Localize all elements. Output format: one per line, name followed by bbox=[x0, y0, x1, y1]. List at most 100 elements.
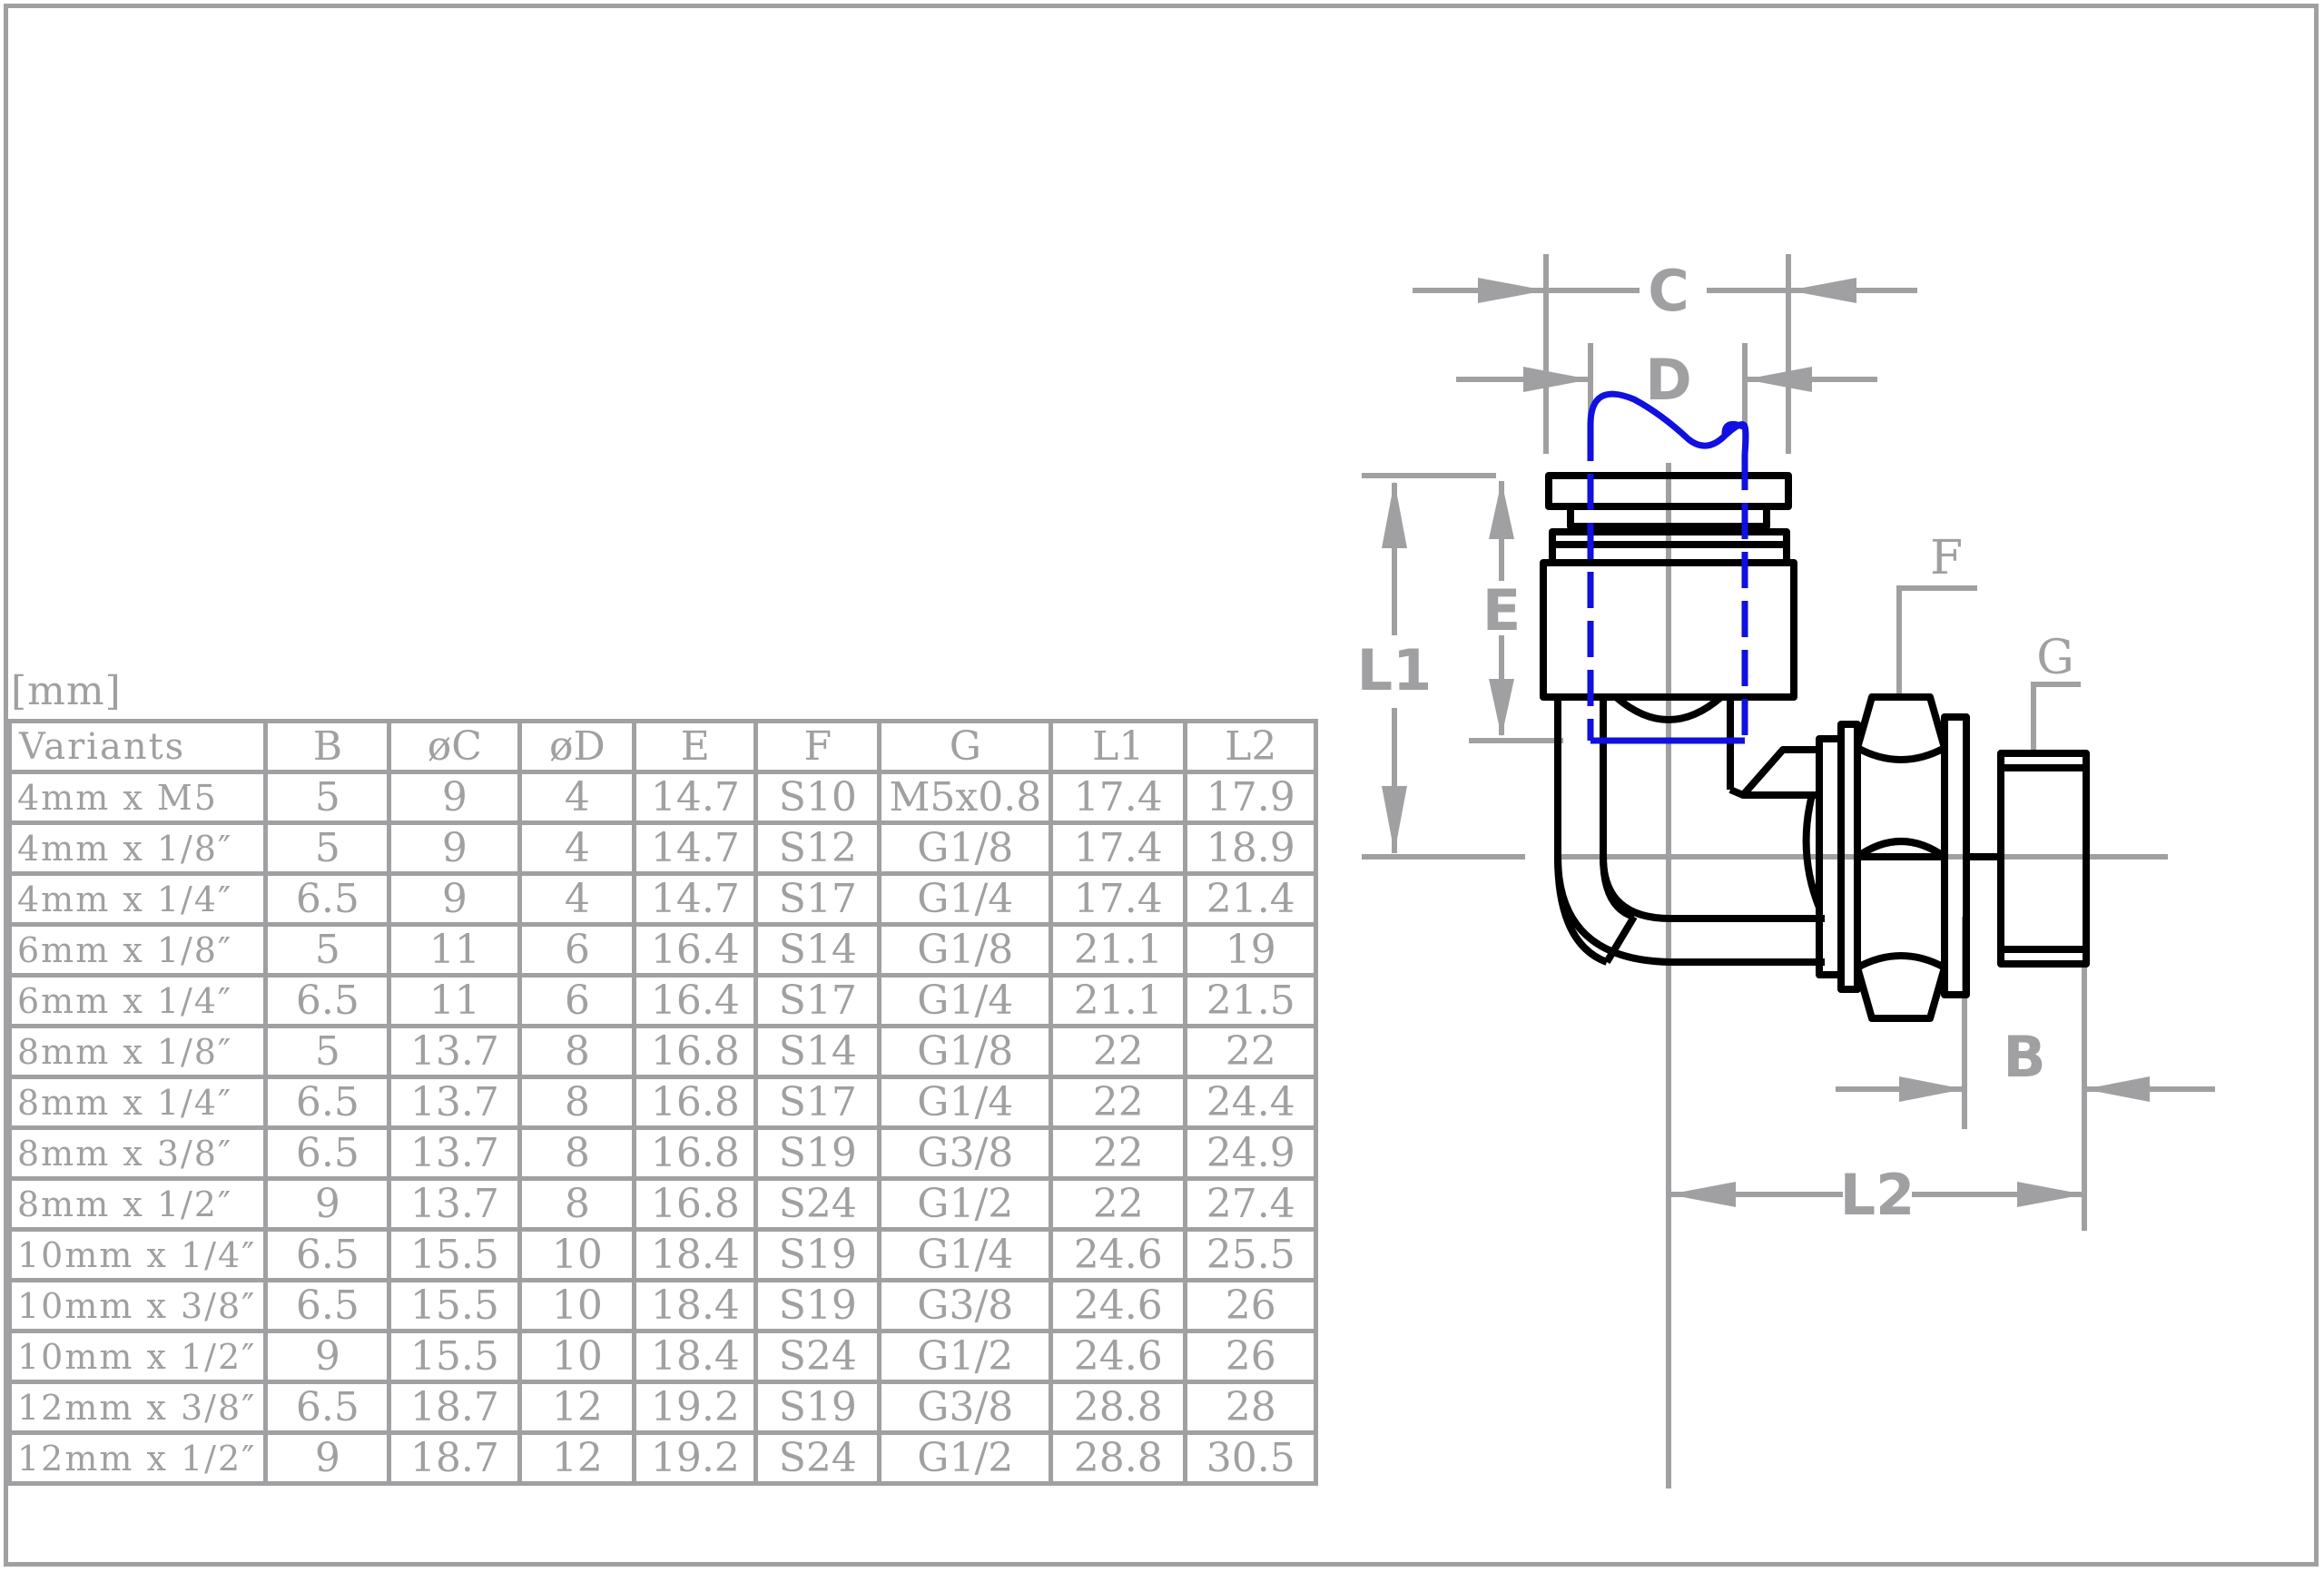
variant-cell: 10mm x 1/2″ bbox=[6, 1329, 269, 1384]
value-cell: 27.4 bbox=[1183, 1176, 1319, 1232]
value-cell: 18.4 bbox=[632, 1227, 759, 1282]
value-cell: 8 bbox=[517, 1075, 637, 1130]
value-cell: 9 bbox=[263, 1329, 392, 1384]
value-cell: 16.4 bbox=[632, 973, 759, 1028]
value-cell: 21.5 bbox=[1183, 973, 1319, 1028]
value-cell: 10 bbox=[517, 1278, 637, 1333]
variant-cell: 4mm x 1/8″ bbox=[6, 820, 269, 876]
value-cell: S19 bbox=[753, 1227, 882, 1282]
value-cell: 6.5 bbox=[263, 1075, 392, 1130]
value-cell: G1/2 bbox=[877, 1329, 1054, 1384]
value-cell: 28.8 bbox=[1049, 1380, 1188, 1435]
value-cell: 6 bbox=[517, 973, 637, 1028]
value-cell: 24.6 bbox=[1049, 1227, 1188, 1282]
value-cell: 10 bbox=[517, 1227, 637, 1282]
value-cell: G3/8 bbox=[877, 1380, 1054, 1435]
value-cell: 22 bbox=[1049, 1024, 1188, 1079]
value-cell: 18.7 bbox=[387, 1380, 523, 1435]
column-header-4: E bbox=[632, 719, 759, 774]
column-header-1: B bbox=[263, 719, 392, 774]
variant-cell: 12mm x 3/8″ bbox=[6, 1380, 269, 1435]
value-cell: M5x0.8 bbox=[877, 770, 1054, 825]
value-cell: 14.7 bbox=[632, 820, 759, 876]
value-cell: 5 bbox=[263, 820, 392, 876]
variant-cell: 8mm x 3/8″ bbox=[6, 1125, 269, 1181]
value-cell: 8 bbox=[517, 1125, 637, 1181]
value-cell: 19 bbox=[1183, 922, 1319, 978]
variant-cell: 12mm x 1/2″ bbox=[6, 1430, 269, 1486]
value-cell: 12 bbox=[517, 1380, 637, 1435]
variant-cell: 4mm x M5 bbox=[6, 770, 269, 825]
value-cell: G1/8 bbox=[877, 1024, 1054, 1079]
value-cell: 24.6 bbox=[1049, 1278, 1188, 1333]
variant-cell: 6mm x 1/8″ bbox=[6, 922, 269, 978]
value-cell: 21.1 bbox=[1049, 973, 1188, 1028]
value-cell: S24 bbox=[753, 1329, 882, 1384]
value-cell: 24.4 bbox=[1183, 1075, 1319, 1130]
value-cell: 15.5 bbox=[387, 1329, 523, 1384]
value-cell: 24.9 bbox=[1183, 1125, 1319, 1181]
value-cell: 24.6 bbox=[1049, 1329, 1188, 1384]
value-cell: 19.2 bbox=[632, 1380, 759, 1435]
value-cell: S17 bbox=[753, 871, 882, 927]
column-header-3: øD bbox=[517, 719, 637, 774]
value-cell: G3/8 bbox=[877, 1125, 1054, 1181]
value-cell: G1/4 bbox=[877, 1075, 1054, 1130]
value-cell: 28 bbox=[1183, 1380, 1319, 1435]
value-cell: S19 bbox=[753, 1380, 882, 1435]
value-cell: G1/2 bbox=[877, 1430, 1054, 1486]
value-cell: 14.7 bbox=[632, 770, 759, 825]
value-cell: 16.8 bbox=[632, 1125, 759, 1181]
variant-cell: 10mm x 1/4″ bbox=[6, 1227, 269, 1282]
value-cell: 8 bbox=[517, 1176, 637, 1232]
value-cell: 11 bbox=[387, 922, 523, 978]
variant-cell: 10mm x 3/8″ bbox=[6, 1278, 269, 1333]
value-cell: 15.5 bbox=[387, 1278, 523, 1333]
value-cell: 13.7 bbox=[387, 1176, 523, 1232]
value-cell: S19 bbox=[753, 1278, 882, 1333]
column-header-8: L2 bbox=[1183, 719, 1319, 774]
value-cell: 9 bbox=[387, 770, 523, 825]
value-cell: S19 bbox=[753, 1125, 882, 1181]
value-cell: G1/8 bbox=[877, 820, 1054, 876]
value-cell: S24 bbox=[753, 1176, 882, 1232]
drawing-frame bbox=[4, 4, 2319, 1567]
unit-label: [mm] bbox=[11, 668, 122, 714]
variant-cell: 8mm x 1/8″ bbox=[6, 1024, 269, 1079]
value-cell: S14 bbox=[753, 922, 882, 978]
value-cell: G1/4 bbox=[877, 871, 1054, 927]
value-cell: 16.8 bbox=[632, 1024, 759, 1079]
value-cell: 6.5 bbox=[263, 1278, 392, 1333]
value-cell: 26 bbox=[1183, 1329, 1319, 1384]
variant-cell: 4mm x 1/4″ bbox=[6, 871, 269, 927]
value-cell: 6.5 bbox=[263, 871, 392, 927]
value-cell: 10 bbox=[517, 1329, 637, 1384]
variant-cell: 8mm x 1/2″ bbox=[6, 1176, 269, 1232]
value-cell: G1/4 bbox=[877, 1227, 1054, 1282]
value-cell: S14 bbox=[753, 1024, 882, 1079]
value-cell: 9 bbox=[387, 871, 523, 927]
value-cell: 22 bbox=[1049, 1075, 1188, 1130]
value-cell: 16.4 bbox=[632, 922, 759, 978]
value-cell: 6.5 bbox=[263, 1380, 392, 1435]
column-header-0: Variants bbox=[6, 719, 269, 774]
value-cell: 6 bbox=[517, 922, 637, 978]
value-cell: 18.4 bbox=[632, 1278, 759, 1333]
value-cell: 21.1 bbox=[1049, 922, 1188, 978]
column-header-2: øC bbox=[387, 719, 523, 774]
value-cell: 17.4 bbox=[1049, 770, 1188, 825]
value-cell: 25.5 bbox=[1183, 1227, 1319, 1282]
value-cell: 11 bbox=[387, 973, 523, 1028]
value-cell: 22 bbox=[1049, 1125, 1188, 1181]
value-cell: 18.7 bbox=[387, 1430, 523, 1486]
value-cell: 5 bbox=[263, 1024, 392, 1079]
value-cell: S17 bbox=[753, 1075, 882, 1130]
value-cell: 15.5 bbox=[387, 1227, 523, 1282]
value-cell: 5 bbox=[263, 770, 392, 825]
